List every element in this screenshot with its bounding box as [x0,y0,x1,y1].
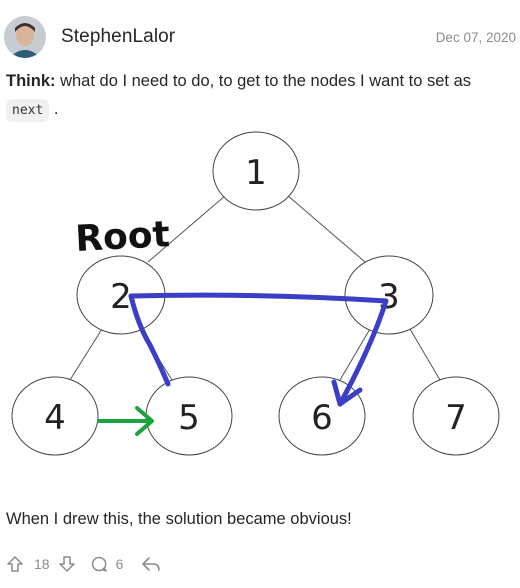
node-label-7: 7 [445,398,467,438]
author-name[interactable]: StephenLalor [61,26,176,47]
think-text: what do I need to do, to get to the node… [55,72,472,90]
reply-icon [142,557,161,571]
node-label-5: 5 [178,398,200,438]
tree-node-4: 4 [11,376,99,456]
blue-arrow-path [128,292,389,407]
post-text-conclusion: When I drew this, the solution became ob… [6,510,352,528]
tree-node-5: 5 [145,376,233,456]
tree-edges [69,194,441,381]
post-text-code-line: next . [6,97,59,122]
code-suffix: . [49,100,59,118]
tree-diagram: 1 2 3 4 5 6 7 Root [11,131,500,456]
node-label-4: 4 [44,398,66,438]
tree-node-2: 2 [76,255,166,335]
upvote-count: 18 [34,556,50,572]
post-text-think: Think: what do I need to do, to get to t… [6,71,514,91]
upvote-icon [7,556,23,572]
node-label-6: 6 [311,398,333,438]
downvote-button[interactable] [58,555,76,573]
comments-button[interactable] [90,555,108,573]
tree-node-7: 7 [412,376,500,456]
post-date: Dec 07, 2020 [435,30,516,45]
inline-code: next [6,99,50,122]
avatar[interactable] [4,16,46,58]
node-label-2: 2 [110,277,132,317]
root-annotation: Root [74,214,170,260]
reply-button[interactable] [141,555,161,573]
tree-node-3: 3 [344,255,434,335]
tree-node-1: 1 [212,131,300,211]
comment-icon [91,556,107,572]
node-label-1: 1 [245,153,267,193]
downvote-icon [58,556,75,572]
think-label: Think: [6,72,56,90]
upvote-button[interactable] [6,555,24,573]
post-header: StephenLalor Dec 07, 2020 [4,16,516,58]
green-arrow [97,406,154,436]
post-actions: 18 6 [6,552,161,576]
comment-count: 6 [115,556,124,572]
tree-node-6: 6 [278,376,366,456]
